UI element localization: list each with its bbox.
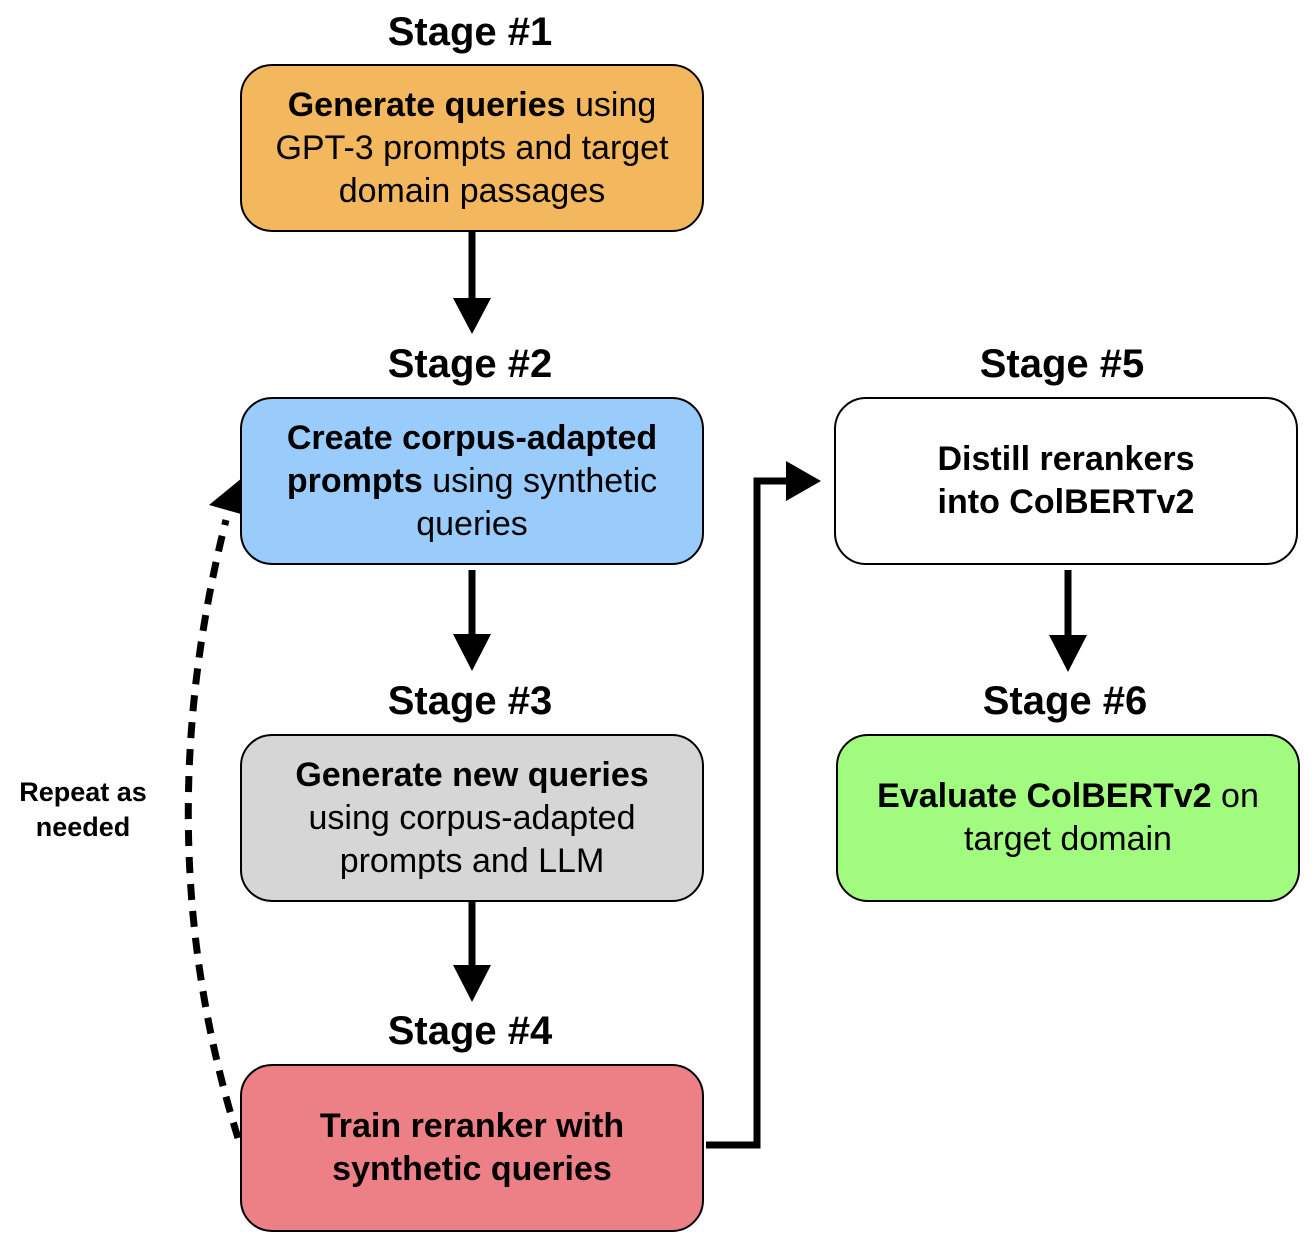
stage-6-box: Evaluate ColBERTv2 on target domain — [836, 734, 1300, 902]
stage-1-title: Stage #1 — [387, 10, 553, 54]
arrowhead-stage2-to-stage3 — [453, 634, 491, 671]
stage-4-text: Train reranker with synthetic queries — [319, 1107, 625, 1188]
stage-5-box: Distill rerankers into ColBERTv2 — [834, 397, 1298, 565]
repeat-label: Repeat as needed — [19, 777, 147, 842]
arrow-stage4-to-stage5 — [706, 477, 790, 1149]
stage-4-title: Stage #4 — [387, 1009, 553, 1053]
stage-2-text: Create corpus-adapted prompts using synt… — [286, 418, 658, 543]
stage-6-text: Evaluate ColBERTv2 on target domain — [877, 777, 1259, 858]
stage-1-box: Generate queries using GPT-3 prompts and… — [240, 64, 704, 232]
stage-1-text: Generate queries using GPT-3 prompts and… — [275, 85, 669, 210]
arrowhead-stage1-to-stage2 — [453, 298, 491, 334]
stage-6-title: Stage #6 — [982, 679, 1148, 723]
arrowhead-stage4-to-stage5 — [786, 461, 821, 501]
arrowhead-stage5-to-stage6 — [1049, 635, 1087, 672]
stage-2-title: Stage #2 — [387, 342, 553, 386]
stage-2-box: Create corpus-adapted prompts using synt… — [240, 397, 704, 565]
stage-3-text: Generate new queries using corpus-adapte… — [295, 755, 649, 880]
stage-4-box: Train reranker with synthetic queries — [240, 1064, 704, 1232]
arrowhead-stage3-to-stage4 — [453, 965, 491, 1002]
stage-3-title: Stage #3 — [387, 679, 553, 723]
repeat-loop-arrowhead — [209, 478, 248, 516]
stage-5-text: Distill rerankers into ColBERTv2 — [937, 440, 1195, 521]
stage-5-title: Stage #5 — [979, 342, 1145, 386]
stage-3-box: Generate new queries using corpus-adapte… — [240, 734, 704, 902]
repeat-loop-arrow — [184, 519, 242, 1140]
